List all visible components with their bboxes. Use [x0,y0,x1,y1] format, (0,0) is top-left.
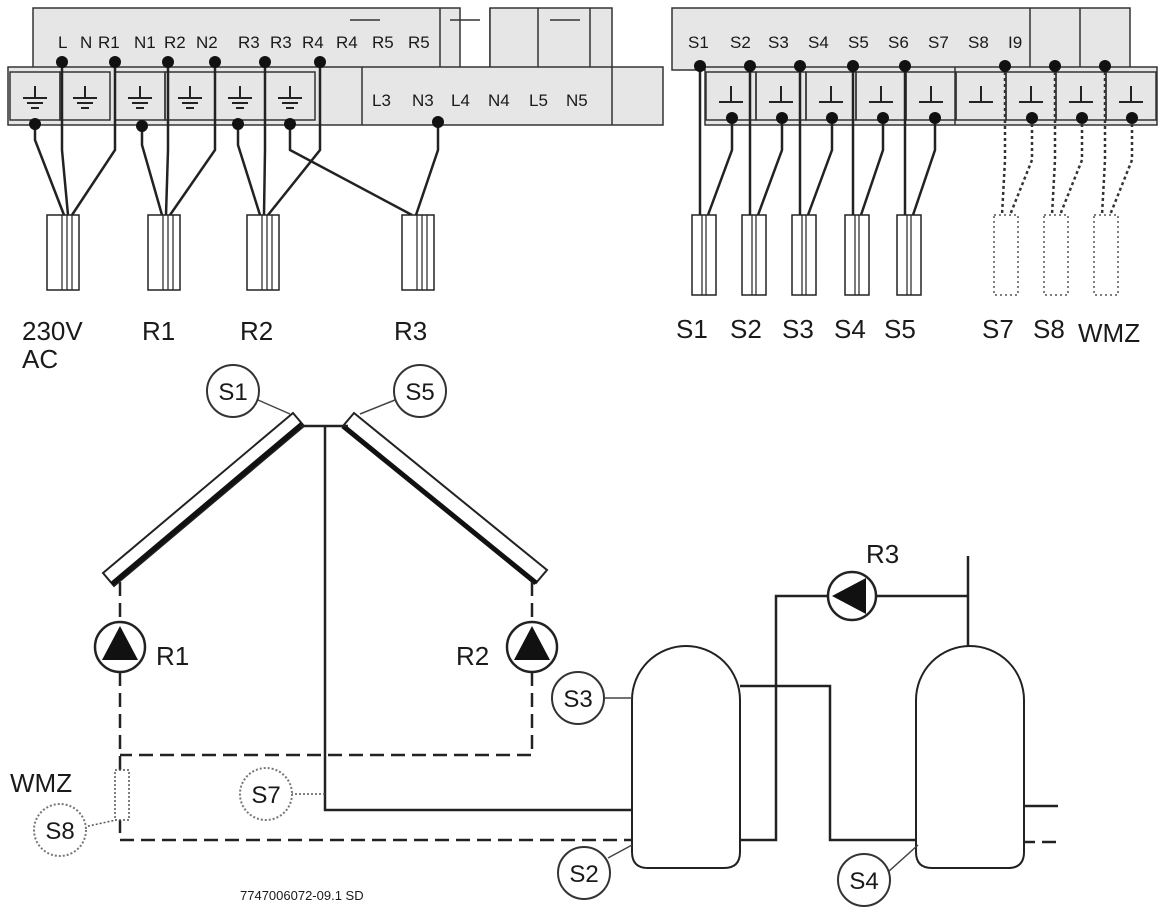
term-bottom-4: N4 [488,91,510,110]
wmz-meter [114,769,130,821]
label-r3: R3 [394,316,427,346]
sensor-labels: S1 S5 S3 S2 S4 S7 S8 [45,379,878,895]
left-top-labels: L N R1 N1 R2 N2 R3 R3 R4 R4 R5 R5 [58,33,430,52]
solar-collector-right [341,411,549,585]
term-bottom-1: L3 [372,91,391,110]
right-terminal-dots [694,60,1138,124]
right-top-labels: S1 S2 S3 S4 S5 S6 S7 S8 I9 [688,33,1022,52]
term-s6: S6 [888,33,909,52]
term-i9: I9 [1008,33,1022,52]
term-s8: S8 [968,33,989,52]
label-230v: 230V [22,316,83,346]
left-cables [46,214,435,291]
term-top-6: N2 [196,33,218,52]
sensor-s5: S5 [405,379,434,406]
pump-r1 [93,620,147,674]
sensor-s1: S1 [218,379,247,406]
pump-label-r3: R3 [866,539,899,569]
pump-r2 [505,620,559,674]
left-terminal-block: L N R1 N1 R2 N2 R3 R3 R4 R4 R5 R5 L3 N3 … [7,7,664,126]
term-top-10: R4 [336,33,358,52]
term-top-3: R1 [98,33,120,52]
wmz-label: WMZ [10,768,72,798]
pipes-dashed [118,582,1058,844]
sensor-leaders [257,399,919,873]
label-r2: R2 [240,316,273,346]
right-cable-cores [701,215,912,295]
right-wires [698,66,937,216]
pump-label-r2: R2 [456,641,489,671]
term-top-7: R3 [238,33,260,52]
sensor-s4: S4 [849,868,878,895]
storage-tank-2 [915,645,1025,869]
term-s7: S7 [928,33,949,52]
term-top-12: R5 [408,33,430,52]
sensor-s7: S7 [251,782,280,809]
term-top-2: N [80,33,92,52]
label-wmz: WMZ [1078,318,1140,348]
term-bottom-6: N5 [566,91,588,110]
term-s3: S3 [768,33,789,52]
term-s4: S4 [808,33,829,52]
right-cable-labels: S1 S2 S3 S4 S5 S7 S8 WMZ [676,314,1140,348]
label-r1: R1 [142,316,175,346]
pump-r3 [826,570,878,622]
term-top-11: R5 [372,33,394,52]
pump-labels: R1 R2 R3 WMZ [10,539,899,798]
right-cables-dotted [993,214,1119,296]
term-top-8: R3 [270,33,292,52]
document-code: 7747006072-09.1 SD [240,888,364,903]
label-ac: AC [22,344,58,374]
label-s1: S1 [676,314,708,344]
label-s7: S7 [982,314,1014,344]
term-bottom-3: L4 [451,91,470,110]
term-s2: S2 [730,33,751,52]
left-bottom-labels: L3 N3 L4 N4 L5 N5 [372,91,588,110]
label-s8: S8 [1033,314,1065,344]
term-s5: S5 [848,33,869,52]
label-s3: S3 [782,314,814,344]
solar-collector-left [101,411,306,588]
label-s5: S5 [884,314,916,344]
term-top-5: R2 [164,33,186,52]
sensor-leaders-dotted [83,793,325,828]
sensor-s3: S3 [563,686,592,713]
right-wires-dotted [1000,66,1134,216]
left-cable-cores [61,215,428,290]
sensor-s2: S2 [569,861,598,888]
pump-label-r1: R1 [156,641,189,671]
term-bottom-5: L5 [529,91,548,110]
label-s4: S4 [834,314,866,344]
term-top-9: R4 [302,33,324,52]
label-s2: S2 [730,314,762,344]
term-s1: S1 [688,33,709,52]
storage-tank-1 [631,645,741,869]
sensor-s8: S8 [45,818,74,845]
sensor-circles [33,364,891,907]
right-cables [691,214,922,296]
term-top-4: N1 [134,33,156,52]
term-top-1: L [58,33,67,52]
term-bottom-2: N3 [412,91,434,110]
left-cable-labels: 230V AC R1 R2 R3 [22,316,427,374]
left-terminal-dots [29,56,444,132]
